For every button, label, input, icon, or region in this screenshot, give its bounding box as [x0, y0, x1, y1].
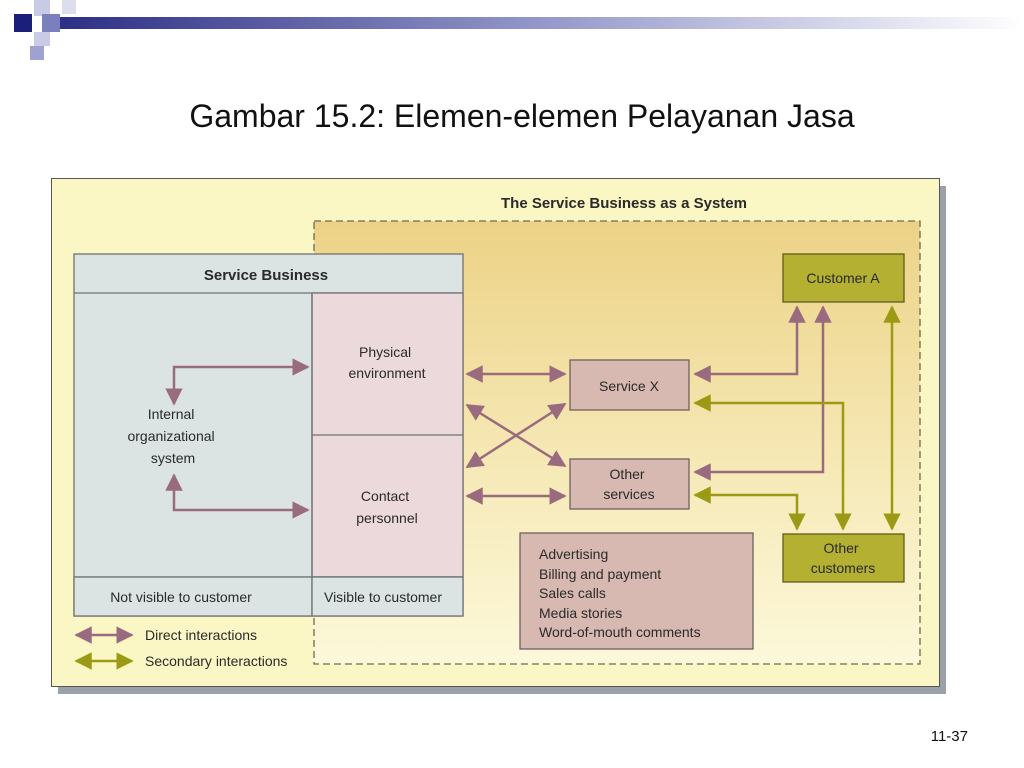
slide-number: 11-37 — [930, 728, 968, 745]
other-services-to-other-customers-arrow — [693, 486, 806, 531]
other-customers-box — [782, 533, 905, 583]
internal-to-physical-arrow — [165, 358, 310, 406]
customer-a-box — [782, 253, 905, 303]
slide-title: Gambar 15.2: Elemen-elemen Pelayanan Jas… — [189, 98, 855, 134]
service-x-label: Service X — [599, 378, 660, 394]
contact-personnel-line-2: personnel — [356, 510, 418, 526]
touchpoint-item: Billing and payment — [539, 566, 661, 582]
other-customers-line-2: customers — [811, 560, 876, 576]
other-services-line-1: Other — [610, 466, 645, 482]
title-decoration — [14, 0, 1024, 60]
service-system-figure: The Service Business as a System Service… — [51, 178, 940, 687]
customer-a-label: Customer A — [806, 270, 880, 286]
svg-text:Advertising Billing and: Advertising Billing and payment Sales ca… — [539, 546, 701, 640]
svg-text:Internal organizational: Internal organizational system — [127, 406, 218, 466]
internal-to-contact-arrow — [165, 473, 310, 519]
visible-label: Visible to customer — [324, 589, 442, 605]
internal-system-line-3: system — [151, 450, 195, 466]
service-x-box — [569, 359, 690, 411]
touchpoint-item: Advertising — [539, 546, 608, 562]
service-system-diagram: The Service Business as a System Service… — [73, 195, 921, 670]
touchpoints-box — [519, 532, 754, 650]
svg-text:Contact personnel: Contact personnel — [356, 488, 418, 526]
other-services-line-2: services — [603, 486, 654, 502]
svg-text:Physical environment: Physical environment — [348, 344, 425, 381]
svg-text:Other customers: Other customers — [811, 540, 876, 576]
other-services-box — [569, 458, 690, 510]
contact-personnel-line-1: Contact — [361, 488, 409, 504]
svg-text:Other services: Other services — [603, 466, 654, 502]
system-title: The Service Business as a System — [501, 195, 747, 212]
service-business-title: Service Business — [204, 267, 328, 284]
legend-direct-label: Direct interactions — [145, 627, 257, 643]
legend-secondary-label: Secondary interactions — [145, 653, 287, 669]
physical-environment-line-1: Physical — [359, 344, 411, 360]
service-x-to-other-customers-arrow — [693, 394, 852, 531]
other-customers-line-1: Other — [824, 540, 859, 556]
internal-system-line-1: Internal — [148, 406, 195, 422]
not-visible-label: Not visible to customer — [110, 589, 252, 605]
touchpoint-item: Word-of-mouth comments — [539, 624, 701, 640]
contact-to-service-x-arrow — [465, 402, 567, 469]
physical-environment-line-2: environment — [348, 365, 425, 381]
touchpoint-item: Sales calls — [539, 585, 606, 601]
touchpoint-item: Media stories — [539, 605, 622, 621]
internal-system-line-2: organizational — [127, 428, 214, 444]
